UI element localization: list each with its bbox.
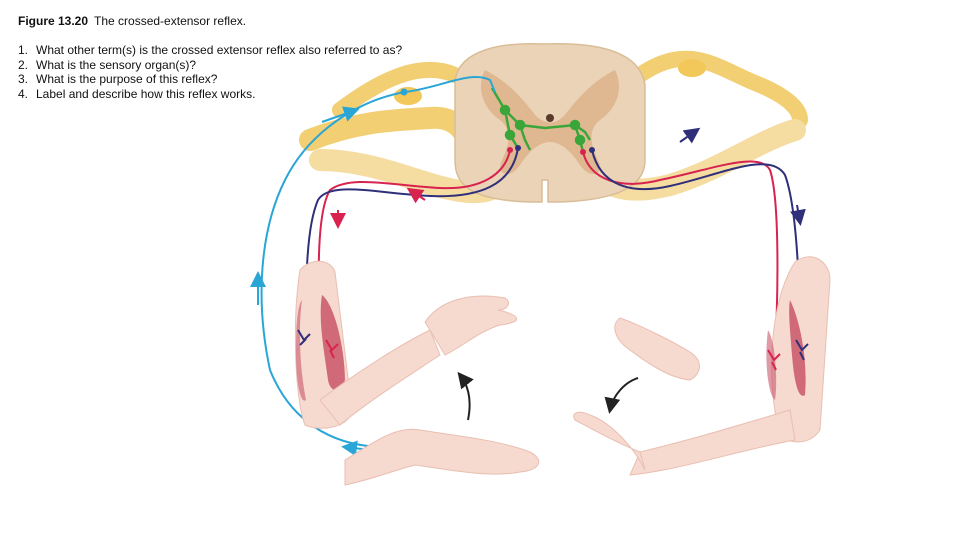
right-inhibitory-synapse	[795, 339, 809, 361]
question-item: 1. What other term(s) is the crossed exte…	[18, 43, 402, 58]
right-hand-lower	[573, 411, 646, 471]
question-text: What other term(s) is the crossed extens…	[36, 43, 403, 57]
left-biceps-muscle	[320, 295, 345, 391]
figure-title: Figure 13.20 The crossed-extensor reflex.	[18, 14, 246, 28]
figure-label: Figure 13.20	[18, 14, 89, 28]
stimulated-hand	[344, 428, 540, 486]
right-forearm	[629, 409, 796, 476]
right-dorsal-root-ganglion	[678, 59, 706, 77]
left-dorsal-root	[332, 61, 463, 118]
motor-direction-arrow	[679, 127, 701, 144]
question-item: 4. Label and describe how this reflex wor…	[18, 87, 402, 102]
direction-arrows	[250, 106, 806, 457]
left-hand	[424, 295, 518, 356]
question-number: 3.	[18, 72, 29, 86]
question-number: 1.	[18, 43, 29, 57]
right-excitatory-synapse	[767, 349, 781, 371]
interneurons	[490, 87, 592, 153]
question-text: What is the sensory organ(s)?	[36, 57, 197, 72]
question-number: 2.	[18, 57, 29, 72]
question-text: Label and describe how this reflex works…	[36, 86, 256, 101]
right-arm	[573, 256, 831, 476]
right-triceps-muscle	[789, 300, 806, 396]
limb-extension-arrow	[604, 377, 639, 414]
sensory-neuron	[260, 76, 496, 448]
question-text: What is the purpose of this reflex?	[36, 72, 218, 86]
spinal-cord-section	[454, 42, 646, 203]
motor-direction-arrow	[406, 187, 426, 204]
question-item: 3. What is the purpose of this reflex?	[18, 72, 402, 87]
left-inhibitory-synapse	[297, 329, 311, 346]
motor-direction-arrow	[790, 204, 806, 226]
right-hand-upper	[614, 317, 700, 381]
right-biceps-muscle	[766, 330, 777, 400]
right-dorsal-root	[632, 50, 808, 128]
limb-flexion-arrow	[457, 371, 474, 421]
question-list: 1. What other term(s) is the crossed exte…	[18, 43, 402, 101]
figure-caption: The crossed-extensor reflex.	[94, 14, 247, 28]
central-canal	[546, 114, 554, 122]
question-number: 4.	[18, 86, 29, 101]
left-arm	[294, 260, 540, 486]
left-forearm	[319, 329, 441, 426]
left-triceps-muscle	[296, 300, 306, 401]
question-item: 2. What is the sensory organ(s)?	[18, 58, 402, 73]
sensory-direction-arrow	[321, 106, 360, 123]
left-excitatory-synapse	[325, 339, 339, 359]
